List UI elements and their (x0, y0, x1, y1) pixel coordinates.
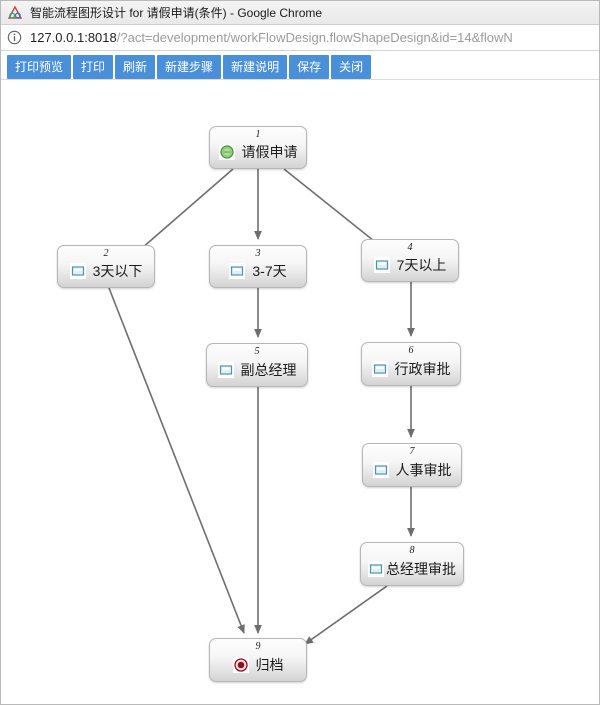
flow-node-1[interactable]: 1 请假申请 (209, 126, 307, 169)
close-button[interactable]: 关闭 (331, 55, 372, 79)
new-note-button[interactable]: 新建说明 (223, 55, 288, 79)
flow-node-number: 2 (103, 248, 109, 259)
flow-node-body: 总经理审批 (361, 556, 463, 585)
flow-node-number: 8 (409, 545, 415, 556)
start-circle-icon (218, 144, 235, 160)
flow-node-label: 3-7天 (252, 263, 287, 279)
page-toolbar: 打印预览打印刷新新建步骤新建说明保存关闭 (1, 52, 599, 80)
save-button[interactable]: 保存 (289, 55, 330, 79)
edge-2-to-9[interactable] (108, 287, 245, 634)
flow-node-number: 5 (254, 346, 260, 357)
flow-node-body: 人事审批 (363, 457, 461, 486)
title-bar: 智能流程图形设计 for 请假申请(条件) - Google Chrome (1, 1, 599, 25)
url-path: /?act=development/workFlowDesign.flowSha… (116, 30, 513, 45)
edge-1-to-2[interactable] (133, 168, 234, 256)
flow-node-body: 副总经理 (207, 357, 307, 386)
flow-canvas[interactable]: 1 请假申请 2 3天以下 3 3-7天 4 7天以上 5 副总经理 6 行政审批 7 人事审批 8 总经理审… (1, 80, 599, 704)
end-circle-icon (232, 656, 249, 673)
flow-node-number: 9 (255, 641, 261, 652)
flow-node-6[interactable]: 6 行政审批 (361, 342, 461, 386)
flow-node-label: 归档 (255, 656, 284, 673)
url-host: 127.0.0.1:8018 (30, 30, 117, 45)
flow-node-number: 3 (255, 248, 261, 259)
step-rect-icon (229, 263, 246, 279)
window-title: 智能流程图形设计 for 请假申请(条件) - Google Chrome (30, 6, 323, 20)
flow-node-body: 7天以上 (362, 253, 458, 281)
print-button[interactable]: 打印 (73, 55, 114, 79)
step-rect-icon (368, 560, 384, 577)
flow-node-label: 请假申请 (241, 144, 298, 160)
flow-node-number: 4 (407, 242, 413, 253)
step-rect-icon (371, 360, 388, 377)
edge-1-to-4[interactable] (283, 168, 385, 250)
flow-node-label: 行政审批 (394, 360, 451, 377)
flow-node-number: 1 (255, 129, 261, 140)
flow-node-2[interactable]: 2 3天以下 (57, 245, 155, 288)
page-viewport: 打印预览打印刷新新建步骤新建说明保存关闭 1 请假申请 2 3天以下 3 3-7天 4 7天以… (1, 52, 599, 704)
refresh-button[interactable]: 刷新 (115, 55, 156, 79)
flow-node-body: 请假申请 (210, 140, 306, 168)
url-text[interactable]: 127.0.0.1:8018/?act=development/workFlow… (30, 30, 513, 45)
flow-node-4[interactable]: 4 7天以上 (361, 239, 459, 282)
info-circle-icon[interactable] (7, 30, 22, 45)
flow-node-label: 3天以下 (92, 263, 143, 279)
step-rect-icon (372, 461, 389, 478)
flow-node-5[interactable]: 5 副总经理 (206, 343, 308, 387)
flow-node-label: 副总经理 (240, 361, 297, 378)
step-rect-icon (373, 257, 390, 273)
flow-node-body: 3-7天 (210, 259, 306, 287)
flow-node-9[interactable]: 9 归档 (209, 638, 307, 682)
flow-node-number: 7 (409, 446, 415, 457)
flow-node-label: 人事审批 (395, 461, 452, 478)
step-rect-icon (217, 361, 234, 378)
flow-node-7[interactable]: 7 人事审批 (362, 443, 462, 487)
address-bar[interactable]: 127.0.0.1:8018/?act=development/workFlow… (1, 25, 599, 51)
flow-node-label: 总经理审批 (386, 560, 456, 577)
flow-node-body: 归档 (210, 652, 306, 681)
print-preview-button[interactable]: 打印预览 (7, 55, 72, 79)
flow-node-number: 6 (408, 345, 414, 356)
flow-node-8[interactable]: 8 总经理审批 (360, 542, 464, 586)
flow-node-body: 3天以下 (58, 259, 154, 287)
flow-node-label: 7天以上 (396, 257, 447, 273)
edge-8-to-9[interactable] (304, 585, 388, 645)
app-logo-icon (7, 5, 23, 21)
flow-node-3[interactable]: 3 3-7天 (209, 245, 307, 288)
flow-edges (108, 168, 415, 645)
flow-node-body: 行政审批 (362, 356, 460, 385)
step-rect-icon (69, 263, 86, 279)
new-step-button[interactable]: 新建步骤 (157, 55, 222, 79)
